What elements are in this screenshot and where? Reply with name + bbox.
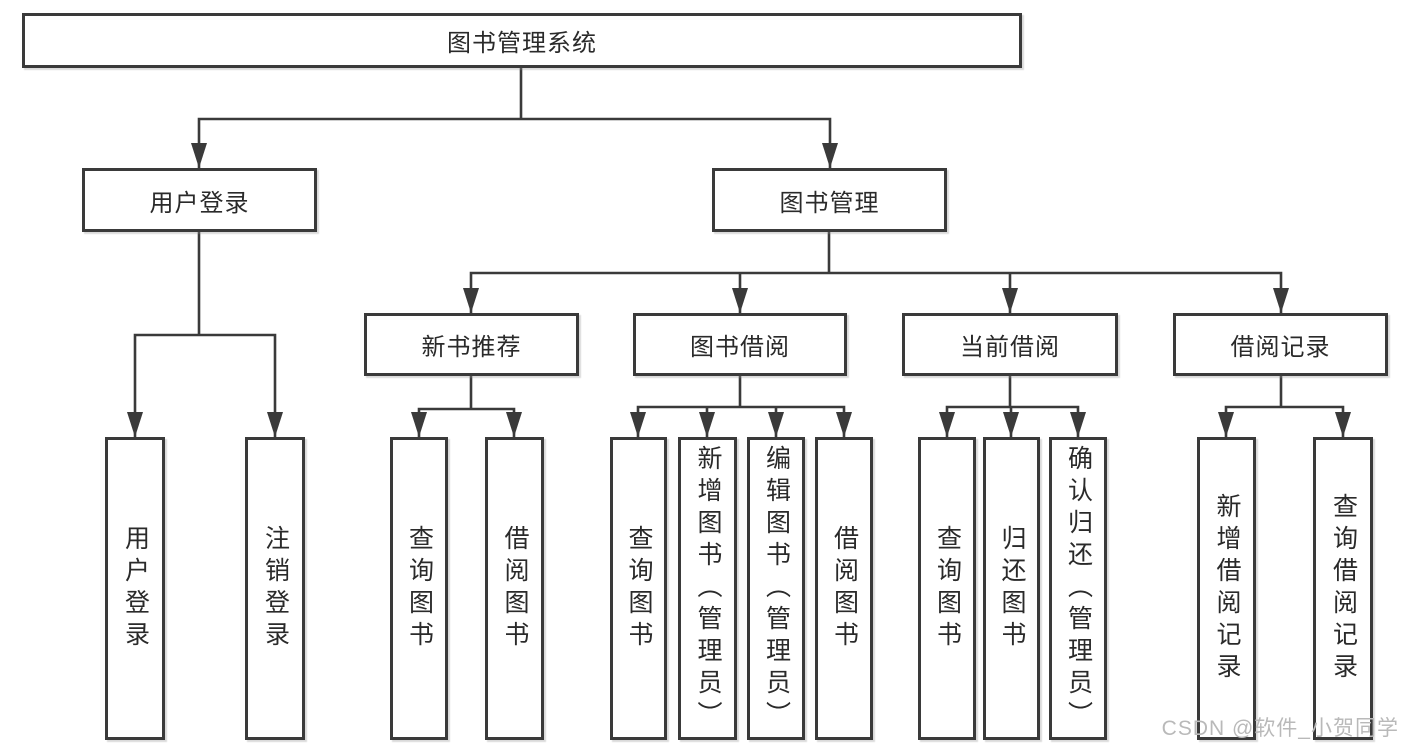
node-book-borrow: 图书借阅 — [633, 313, 847, 376]
leaf-return-book: 归还图书 — [983, 437, 1040, 740]
connector-root-to-level2 — [191, 68, 838, 168]
connector-bookborrow-to-leaves — [630, 376, 852, 437]
leaf-query-borrow-record: 查询借阅记录 — [1313, 437, 1373, 740]
node-current-borrow: 当前借阅 — [902, 313, 1118, 376]
csdn-watermark: CSDN @软件_小贺同学 — [1161, 717, 1399, 740]
connector-currentborrow-to-leaves — [939, 376, 1086, 437]
connector-userlogin-to-leaves — [127, 232, 283, 437]
leaf-borrow-books: 借阅图书 — [815, 437, 873, 740]
leaf-logout: 注销登录 — [245, 437, 305, 740]
connector-bookmgmt-to-level3 — [463, 232, 1289, 313]
node-new-book-recommend: 新书推荐 — [364, 313, 579, 376]
leaf-add-book-admin: 新增图书（管理员） — [678, 437, 737, 740]
leaf-add-borrow-record: 新增借阅记录 — [1197, 437, 1256, 740]
node-borrow-records: 借阅记录 — [1173, 313, 1388, 376]
node-user-login: 用户登录 — [82, 168, 317, 232]
node-root-system: 图书管理系统 — [22, 13, 1022, 68]
leaf-query-books-recommend: 查询图书 — [390, 437, 448, 740]
node-book-management: 图书管理 — [712, 168, 947, 232]
leaf-edit-book-admin: 编辑图书（管理员） — [747, 437, 805, 740]
leaf-query-books-current: 查询图书 — [918, 437, 976, 740]
leaf-confirm-return-admin: 确认归还（管理员） — [1049, 437, 1107, 740]
leaf-user-login: 用户登录 — [105, 437, 165, 740]
leaf-query-books-borrow: 查询图书 — [610, 437, 667, 740]
leaf-borrow-books-recommend: 借阅图书 — [485, 437, 544, 740]
connector-borrowrecords-to-leaves — [1218, 376, 1351, 437]
connector-newbook-to-leaves — [411, 376, 522, 437]
